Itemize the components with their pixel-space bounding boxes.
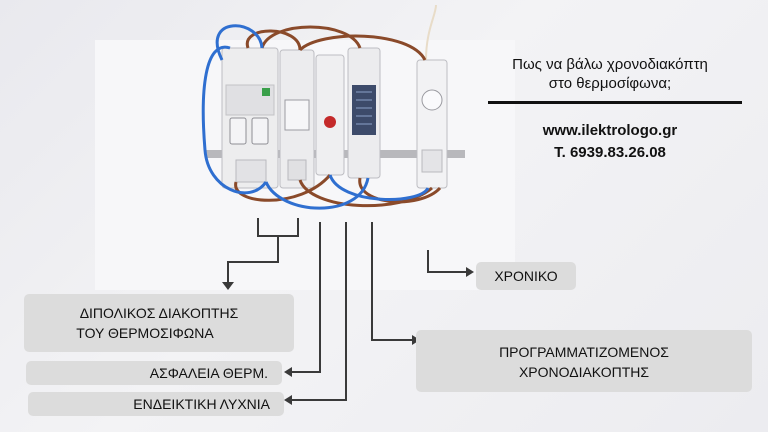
contact-block: www.ilektrologo.gr Τ. 6939.83.26.08 xyxy=(470,120,750,164)
label-time-relay: ΧΡΟΝΙΚΟ xyxy=(476,262,576,290)
arrow-heads xyxy=(222,267,474,405)
programmable-timer xyxy=(347,47,381,179)
fuse-module xyxy=(279,49,315,189)
label-fuse-text: ΑΣΦΑΛΕΙΑ ΘΕΡΜ. xyxy=(149,365,268,381)
label-programmable-line-1: ΠΡΟΓΡΑΜΜΑΤΙΖΟΜΕΝΟΣ xyxy=(499,344,669,360)
label-programmable-line-2: ΧΡΟΝΟΔΙΑΚΟΠΤΗΣ xyxy=(518,364,650,380)
page-title: Πως να βάλω χρονοδιακόπτη στο θερμοσίφων… xyxy=(470,55,750,93)
label-indicator-text: ΕΝΔΕΙΚΤΙΚΗ ΛΥΧΝΙΑ xyxy=(133,396,270,412)
label-programmable-timer: ΠΡΟΓΡΑΜΜΑΤΙΖΟΜΕΝΟΣ ΧΡΟΝΟΔΙΑΚΟΠΤΗΣ xyxy=(416,330,752,392)
title-line-1: Πως να βάλω χρονοδιακόπτη xyxy=(512,56,708,73)
website-text: www.ilektrologo.gr xyxy=(542,122,678,139)
double-pole-breaker xyxy=(221,47,279,189)
callout-arrows xyxy=(227,222,466,401)
label-double-pole-line-1: ΔΙΠΟΛΙΚΟΣ ΔΙΑΚΟΠΤΗΣ xyxy=(79,305,239,321)
indicator-lamp xyxy=(315,54,345,176)
label-fuse: ΑΣΦΑΛΕΙΑ ΘΕΡΜ. xyxy=(26,361,282,385)
time-relay xyxy=(416,59,448,189)
phone-text: Τ. 6939.83.26.08 xyxy=(554,144,666,161)
label-double-pole-line-2: ΤΟΥ ΘΕΡΜΟΣΙΦΩΝΑ xyxy=(76,325,214,341)
label-time-relay-text: ΧΡΟΝΙΚΟ xyxy=(494,268,558,284)
label-double-pole-switch: ΔΙΠΟΛΙΚΟΣ ΔΙΑΚΟΠΤΗΣ ΤΟΥ ΘΕΡΜΟΣΙΦΩΝΑ xyxy=(24,294,294,352)
title-line-2: στο θερμοσίφωνα; xyxy=(548,75,672,92)
title-divider xyxy=(488,101,742,104)
blue-wires xyxy=(201,24,430,210)
brown-wires xyxy=(234,25,442,208)
label-indicator-lamp: ΕΝΔΕΙΚΤΙΚΗ ΛΥΧΝΙΑ xyxy=(28,392,284,416)
relay-wire xyxy=(425,4,437,61)
